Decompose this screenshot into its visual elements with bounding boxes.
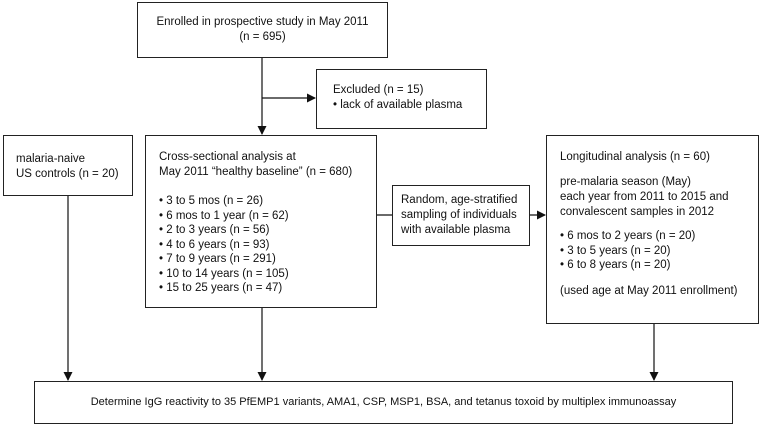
enrolled-count: (n = 695) [239,31,286,43]
excluded-reason: lack of available plasma [333,98,486,113]
age-group: 6 to 8 years (n = 20) [560,258,758,273]
enrolled-box: Enrolled in prospective study in May 201… [137,2,388,58]
excluded-reasons: lack of available plasma [333,98,486,113]
longitudinal-age-groups: 6 mos to 2 years (n = 20) 3 to 5 years (… [560,229,758,273]
longitudinal-line-2: each year from 2011 to 2015 and [560,191,729,203]
longitudinal-box: Longitudinal analysis (n = 60) pre-malar… [546,135,759,324]
outcome-box: Determine IgG reactivity to 35 PfEMP1 va… [34,381,733,424]
controls-label: malaria-naive [16,153,86,165]
sampling-line-2: sampling of individuals [401,209,517,221]
age-group: 15 to 25 years (n = 47) [159,281,376,296]
age-group: 7 to 9 years (n = 291) [159,252,376,267]
excluded-box: Excluded (n = 15) lack of available plas… [316,69,487,129]
cross-sectional-age-groups: 3 to 5 mos (n = 26) 6 mos to 1 year (n =… [159,194,376,296]
enrolled-label: Enrolled in prospective study in May 201… [156,16,369,28]
sampling-line-3: with available plasma [401,224,511,236]
sampling-box: Random, age-stratified sampling of indiv… [392,185,530,246]
controls-count: US controls (n = 20) [16,168,119,180]
longitudinal-line-3: convalescent samples in 2012 [560,206,715,218]
age-group: 4 to 6 years (n = 93) [159,238,376,253]
cross-sectional-count: May 2011 “healthy baseline” (n = 680) [159,166,353,178]
excluded-title: Excluded (n = 15) [333,84,424,96]
cross-sectional-title: Cross-sectional analysis at [159,151,296,163]
age-group: 6 mos to 2 years (n = 20) [560,229,758,244]
age-group: 3 to 5 mos (n = 26) [159,194,376,209]
longitudinal-title: Longitudinal analysis (n = 60) [560,151,710,163]
controls-box: malaria-naive US controls (n = 20) [3,135,133,196]
age-group: 6 mos to 1 year (n = 62) [159,209,376,224]
sampling-line-1: Random, age-stratified [401,194,518,206]
age-group: 3 to 5 years (n = 20) [560,244,758,259]
cross-sectional-box: Cross-sectional analysis at May 2011 “he… [145,135,377,308]
longitudinal-note: (used age at May 2011 enrollment) [560,284,738,297]
age-group: 10 to 14 years (n = 105) [159,267,376,282]
longitudinal-line-1: pre-malaria season (May) [560,176,692,188]
age-group: 2 to 3 years (n = 56) [159,223,376,238]
outcome-text: Determine IgG reactivity to 35 PfEMP1 va… [90,396,677,408]
